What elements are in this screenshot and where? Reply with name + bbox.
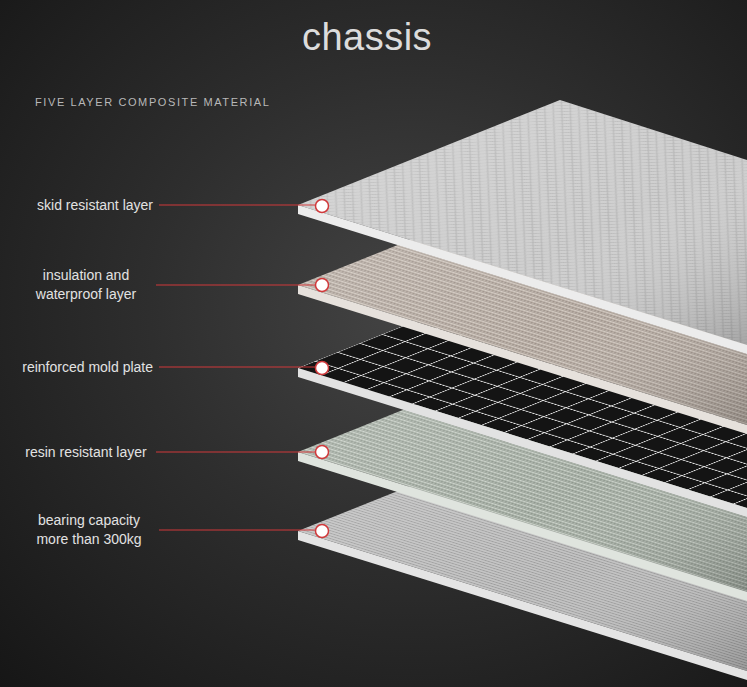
leader-line bbox=[156, 452, 315, 453]
callout-dot bbox=[316, 525, 329, 538]
leader-line bbox=[159, 367, 315, 368]
callout-label: resin resistant layer bbox=[22, 443, 150, 462]
callout-label: skid resistant layer bbox=[37, 196, 153, 215]
leader-line bbox=[159, 530, 315, 531]
callout-dot bbox=[316, 446, 329, 459]
callout-dot bbox=[316, 200, 329, 213]
callout-dot bbox=[316, 362, 329, 375]
callout-dot bbox=[316, 279, 329, 292]
callout-label: insulation and waterproof layer bbox=[22, 266, 150, 304]
leader-line bbox=[156, 285, 315, 286]
callout-label: reinforced mold plate bbox=[22, 358, 153, 377]
leader-line bbox=[159, 205, 315, 206]
title: chassis bbox=[302, 16, 432, 59]
subtitle: FIVE LAYER COMPOSITE MATERIAL bbox=[35, 96, 270, 108]
callout-label: bearing capacity more than 300kg bbox=[25, 511, 153, 549]
